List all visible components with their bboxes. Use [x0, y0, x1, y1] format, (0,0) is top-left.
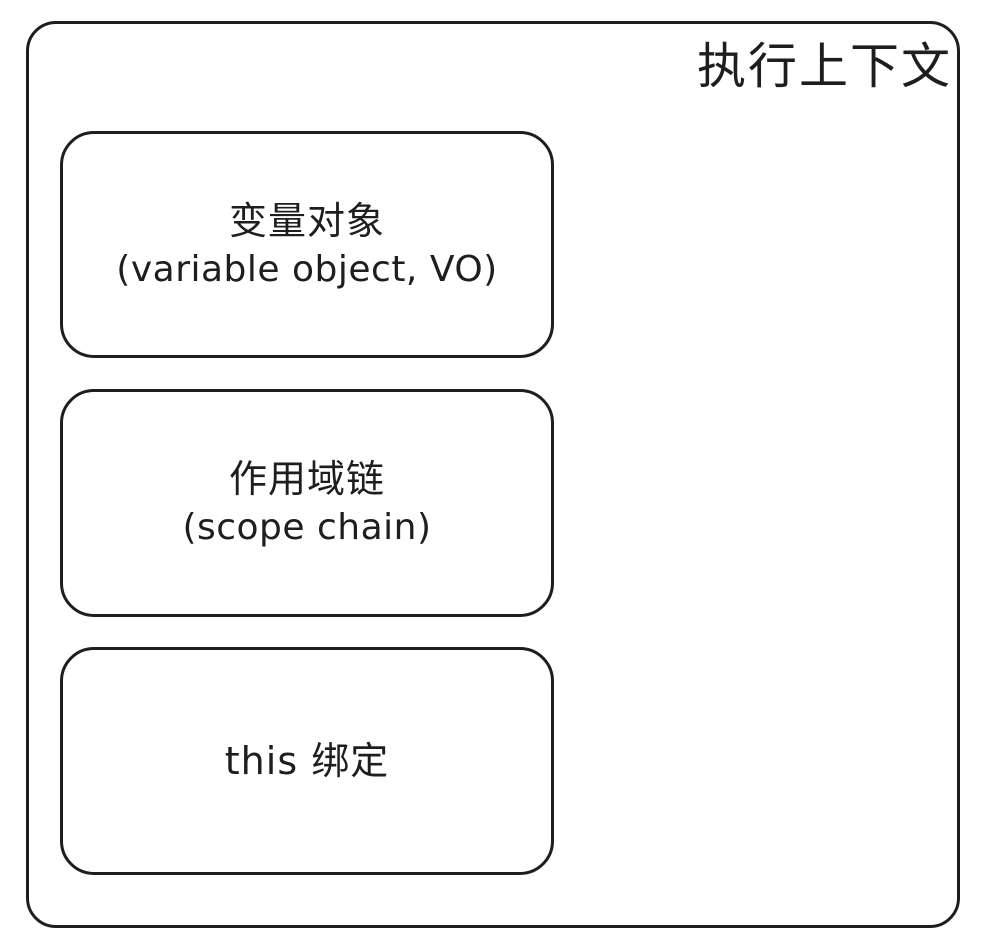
execution-context-title: 执行上下文	[696, 38, 952, 95]
this-binding-text: this 绑定	[225, 736, 389, 786]
scope-chain-box: 作用域链 (scope chain)	[60, 389, 554, 617]
this-binding-box: this 绑定	[60, 647, 554, 875]
variable-object-label-en: (variable object, VO)	[116, 248, 498, 290]
scope-chain-label-en: (scope chain)	[182, 507, 432, 549]
scope-chain-label-cn: 作用域链	[228, 457, 385, 502]
variable-object-label-cn: 变量对象	[228, 198, 385, 243]
execution-context-container	[26, 21, 960, 928]
scope-chain-text: 作用域链 (scope chain)	[182, 454, 431, 552]
this-binding-label: this 绑定	[224, 738, 390, 783]
variable-object-text: 变量对象 (variable object, VO)	[116, 196, 497, 294]
variable-object-box: 变量对象 (variable object, VO)	[60, 131, 554, 358]
